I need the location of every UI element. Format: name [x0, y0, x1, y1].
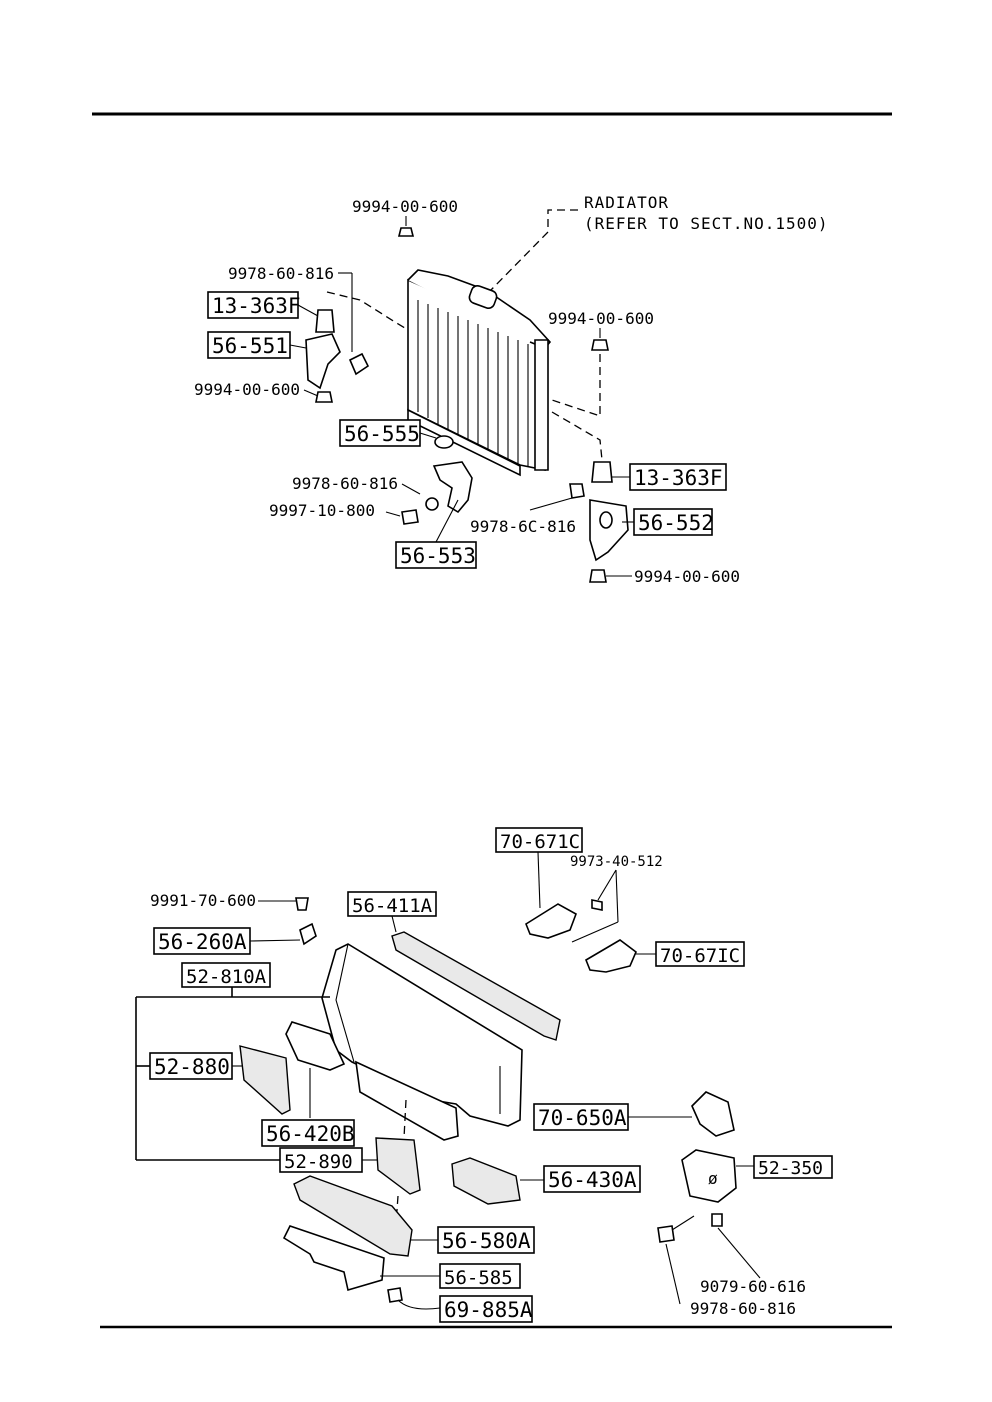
box-bracket-right	[633, 508, 713, 536]
rubber-mount-icon	[315, 309, 335, 333]
radiator-drawing	[407, 269, 552, 477]
label-nut-bottom-left: 9994-00-600	[194, 380, 300, 399]
box-under-cover	[439, 1263, 521, 1289]
bolt-icon	[569, 483, 585, 499]
small-bracket-icon	[299, 922, 317, 946]
nut-icon	[397, 227, 415, 237]
box-mount-left	[207, 291, 299, 319]
insulator-icon	[434, 435, 454, 449]
boxed-lower-panel: 56-580A	[442, 1229, 531, 1253]
bolt-icon	[711, 1213, 723, 1227]
boxed-side-bracket: 52-880	[154, 1055, 230, 1079]
bolt-icon	[657, 1225, 675, 1243]
radiator-note-line-2: (REFER TO SECT.NO.1500)	[584, 214, 829, 233]
guide-lower-icon	[585, 939, 637, 973]
lower-panel-icon	[293, 1175, 413, 1257]
boxed-guide-upper: 70-671C	[500, 831, 580, 853]
side-bracket-icon	[239, 1045, 291, 1115]
stay-icon	[375, 1137, 421, 1195]
center-bracket-icon	[285, 1021, 346, 1071]
bolt-icon	[348, 352, 370, 376]
nut-icon	[591, 339, 609, 351]
boxed-mount-left: 13-363F	[212, 294, 301, 318]
screw-icon	[591, 899, 603, 911]
box-stay	[279, 1147, 363, 1173]
label-nut-top-left: 9994-00-600	[352, 197, 458, 216]
fastener-icon	[387, 1287, 403, 1303]
seal-strip-icon	[391, 931, 561, 1041]
boxed-center-bracket: 56-420B	[266, 1122, 355, 1146]
radiator-note-line-1: RADIATOR	[584, 193, 669, 212]
boxed-bracket-right: 56-552	[638, 511, 714, 535]
box-center-bracket	[261, 1119, 355, 1147]
box-bracket-left	[207, 331, 291, 359]
box-cover	[543, 1165, 641, 1193]
rubber-mount-icon	[591, 461, 613, 483]
box-lower-panel	[437, 1226, 535, 1254]
boxed-latch: 70-650A	[538, 1106, 627, 1130]
label-bolt-front-b: 9997-10-800	[269, 501, 375, 520]
latch-icon	[691, 1091, 735, 1137]
boxed-cover: 56-430A	[548, 1168, 637, 1192]
panel-lower-lip	[355, 1060, 459, 1141]
label-bolt-b: 9978-60-816	[690, 1299, 796, 1318]
boxed-bracket-left: 56-551	[212, 334, 288, 358]
label-bolt-left: 9978-60-816	[228, 264, 334, 283]
box-guide-upper	[495, 827, 583, 853]
box-latch	[533, 1103, 629, 1131]
keyhole-mark: ø	[708, 1169, 718, 1188]
label-bolt-front-a: 9978-60-816	[292, 474, 398, 493]
label-nut-bottom-right: 9994-00-600	[634, 567, 740, 586]
radiator-leader	[487, 209, 578, 294]
box-guide-lower	[655, 941, 745, 967]
box-mount-right	[629, 463, 727, 491]
box-hood-lock	[753, 1155, 833, 1179]
clip-icon	[295, 897, 309, 911]
box-seal-upper	[347, 891, 437, 917]
label-bolt-a: 9079-60-616	[700, 1277, 806, 1296]
boxed-mount-right: 13-363F	[634, 466, 723, 490]
boxed-panel: 52-810A	[186, 966, 267, 988]
box-insulator	[339, 419, 421, 447]
bracket-right-icon	[589, 499, 629, 562]
label-clip-top: 9991-70-600	[150, 891, 256, 910]
cover-icon	[451, 1157, 521, 1205]
guide-upper-icon	[525, 903, 577, 939]
bolt-icon	[401, 509, 419, 525]
nut-icon	[315, 391, 333, 403]
box-fastener	[439, 1295, 533, 1323]
label-nut-right: 9994-00-600	[548, 309, 654, 328]
boxed-stay: 52-890	[284, 1151, 353, 1173]
panel-section: 70-671C 9973-40-512 70-67IC 9991-70-600 …	[135, 827, 833, 1323]
boxed-guide-lower: 70-67IC	[660, 945, 740, 967]
boxed-lower-bracket: 56-553	[400, 544, 476, 568]
boxed-seal-upper: 56-411A	[352, 895, 433, 917]
under-cover-icon	[282, 1225, 385, 1292]
label-screw-top: 9973-40-512	[570, 854, 663, 870]
boxed-bracket-small: 56-260A	[158, 930, 247, 954]
label-bolt-right: 9978-6C-816	[470, 517, 576, 536]
hood-lock-icon	[681, 1149, 737, 1203]
radiator-section: RADIATOR (REFER TO SECT.NO.1500)	[194, 193, 829, 586]
bracket-left-icon	[305, 333, 341, 390]
box-lower-bracket	[395, 541, 477, 569]
boxed-hood-lock: 52-350	[758, 1158, 823, 1179]
boxed-insulator: 56-555	[344, 422, 420, 446]
box-panel	[181, 962, 271, 988]
nut-icon	[589, 569, 607, 583]
boxed-under-cover: 56-585	[444, 1267, 513, 1289]
boxed-fastener: 69-885A	[444, 1298, 533, 1322]
lower-bracket-icon	[432, 461, 473, 514]
washer-icon	[425, 497, 439, 511]
